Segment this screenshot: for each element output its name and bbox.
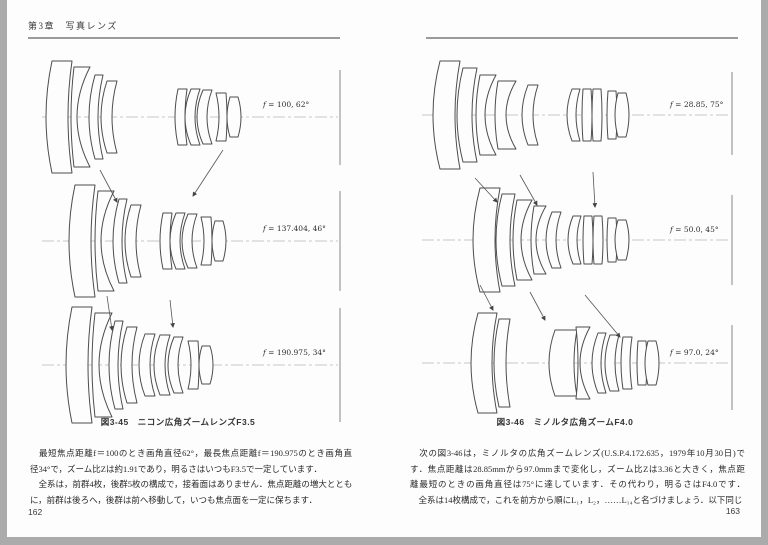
focal-label-minolta-wide: f = 28.85, 75° — [670, 100, 724, 109]
header-rule-right — [426, 37, 738, 39]
focal-label-minolta-mid: f = 50.0, 45° — [670, 225, 719, 234]
page-162: 第3章 写真レンズ f = 100, 62° f = 137.404, 46° … — [7, 0, 385, 537]
focal-label-nikon-mid: f = 137.404, 46° — [263, 224, 326, 233]
body-text-right: 次の図3-46は，ミノルタの広角ズームレンズ(U.S.P.4.172.635，1… — [410, 446, 745, 508]
text-line: 全系は14枚構成で，これを前方から順にL₁，L₂，……L₁₄と名づけましょう．以… — [410, 494, 743, 505]
focal-label-nikon-tele: f = 190.975, 34° — [263, 348, 326, 357]
page-163: f = 28.85, 75° f = 50.0, 45° f = 97.0, 2… — [385, 0, 761, 537]
page-number-163: 163 — [725, 506, 740, 516]
focal-label-minolta-tele: f = 97.0, 24° — [670, 348, 719, 357]
nikon-zoom-lens-diagrams — [42, 60, 341, 424]
text-line: 離最短のときの画角直径は75°に達しています．その代わり，明るさはF4.0です． — [410, 479, 745, 489]
figure-caption-3-45: 図3-45 ニコン広角ズームレンズF3.5 — [100, 417, 256, 427]
focal-label-nikon-wide: f = 100, 62° — [263, 100, 310, 109]
text-line: 次の図3-46は，ミノルタの広角ズームレンズ(U.S.P.4.172.635，1… — [410, 448, 745, 458]
header-rule-left — [28, 37, 340, 39]
minolta-zoom-lens-diagrams — [422, 60, 733, 414]
text-line: す．焦点距離は28.85mmから97.0mmまで変化し，ズーム比Zは3.36と大… — [410, 463, 745, 474]
figure-caption-3-46: 図3-46 ミノルタ広角ズームF4.0 — [496, 417, 634, 427]
text-line: 径34°で，ズーム比Zは約1.91であり，明るさはいつもF3.5で一定しています… — [30, 463, 322, 474]
text-line: 最短焦点距離f＝100のとき画角直径62°，最長焦点距離f＝190.975のとき… — [30, 448, 352, 458]
page-number-162: 162 — [28, 507, 43, 517]
text-line: 全系は，前群4枚，後群5枚の構成で，接着面はありません．焦点距離の増大ととも — [30, 479, 353, 489]
body-text-left: 最短焦点距離f＝100のとき画角直径62°，最長焦点距離f＝190.975のとき… — [30, 446, 352, 508]
book-sheet: 第3章 写真レンズ f = 100, 62° f = 137.404, 46° … — [7, 0, 761, 537]
chapter-header: 第3章 写真レンズ — [28, 21, 118, 31]
text-line: に，前群は後ろへ，後群は前へ移動して，いつも焦点面を一定に保ちます． — [30, 494, 318, 505]
